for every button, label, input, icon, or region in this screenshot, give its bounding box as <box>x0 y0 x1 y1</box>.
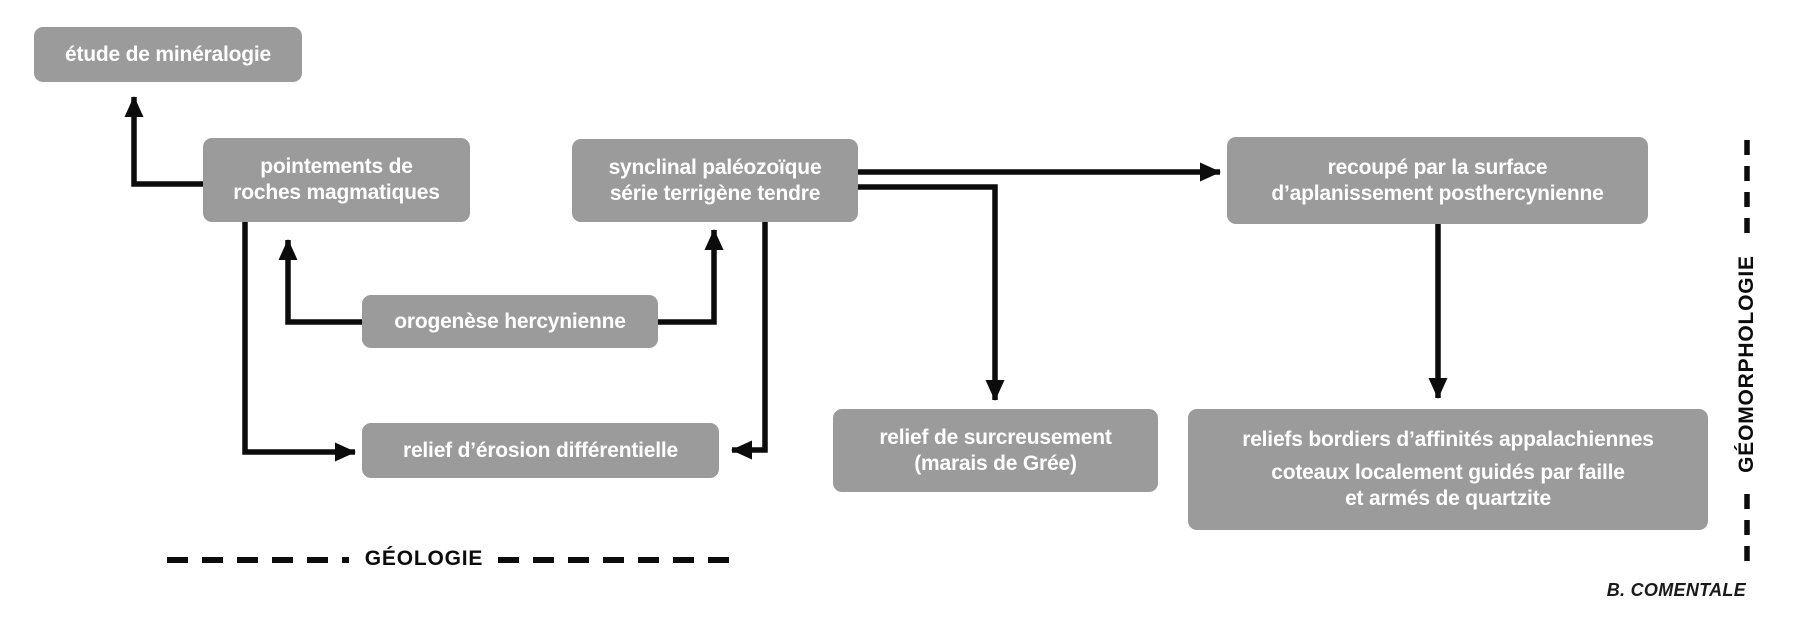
node-orogenese-hercynienne: orogenèse hercynienne <box>362 295 658 348</box>
author-credit: B. COMENTALE <box>1606 580 1746 600</box>
node-reliefs-bordiers: reliefs bordiers d’affinités appalachien… <box>1188 409 1708 530</box>
arrow-pointements-to-etude <box>124 96 203 187</box>
node-label: pointements de <box>260 155 413 178</box>
arrow-orogenese-to-synclinal <box>658 229 724 325</box>
node-label: d’aplanissement posthercynienne <box>1271 181 1604 205</box>
arrow-pointements-to-erosion <box>242 222 356 462</box>
geomorphologie-section-label: GÉOMORPHOLOGIE <box>1735 255 1758 473</box>
arrow-synclinal-to-surcreusement <box>858 184 1005 401</box>
node-label: synclinal paléozoïque <box>608 155 822 179</box>
node-label: reliefs bordiers d’affinités appalachien… <box>1242 428 1654 451</box>
node-etude-de-mineralogie: étude de minéralogie <box>34 27 302 82</box>
node-label: et armés de quartzite <box>1345 487 1551 510</box>
node-relief-d-erosion-differentielle: relief d’érosion différentielle <box>362 423 719 478</box>
node-recoupe-par-la-surface: recoupé par la surface d’aplanissement p… <box>1227 137 1648 224</box>
geologie-section-label: GÉOLOGIE <box>364 547 484 570</box>
node-label: relief de surcreusement <box>879 425 1112 449</box>
node-label: coteaux localement guidés par faille <box>1271 461 1625 484</box>
node-label: recoupé par la surface <box>1327 155 1548 179</box>
node-label: relief d’érosion différentielle <box>402 438 679 462</box>
node-label: série terrigène tendre <box>609 181 821 205</box>
node-label: roches magmatiques <box>233 181 440 204</box>
arrow-synclinal-to-erosion <box>731 222 768 460</box>
node-label: étude de minéralogie <box>64 42 272 66</box>
arrow-orogenese-to-pointements <box>278 239 362 325</box>
node-label: (marais de Grée) <box>914 451 1077 475</box>
node-synclinal-paleozoique: synclinal paléozoïque série terrigène te… <box>572 139 858 222</box>
node-pointements-de-roches-magmatiques: pointements de roches magmatiques <box>203 138 470 222</box>
node-relief-de-surcreusement: relief de surcreusement (marais de Grée) <box>833 409 1158 492</box>
node-label: orogenèse hercynienne <box>394 309 626 333</box>
